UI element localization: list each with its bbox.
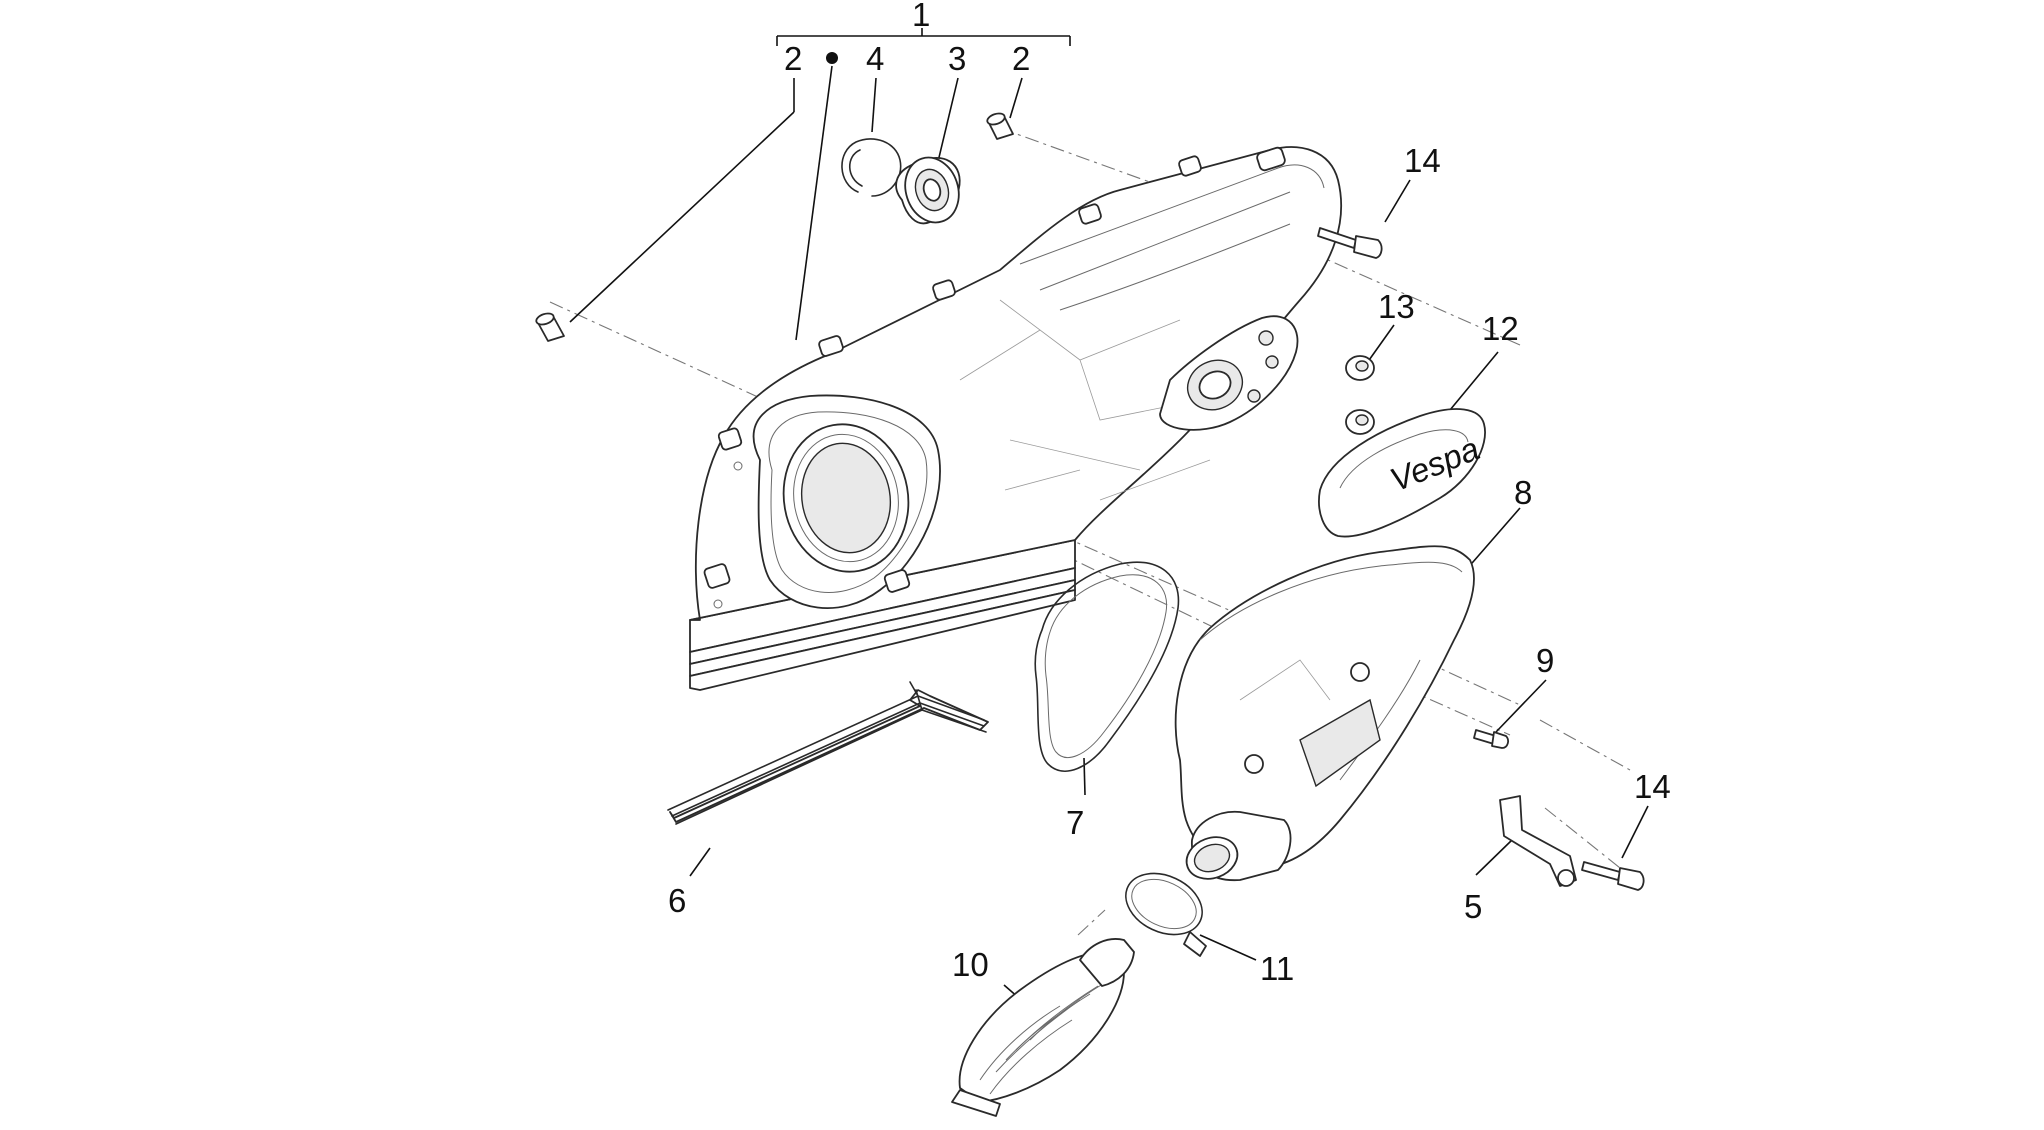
- callout-labels: 1 2 4 3 2 14 13 12 8 9 14 7 5 6 11 10: [668, 0, 1671, 987]
- gasket-seal[interactable]: [1034, 561, 1180, 772]
- label-dowel-left: 2: [784, 40, 802, 77]
- label-grommet: 13: [1378, 288, 1415, 325]
- label-bracket: 5: [1464, 888, 1482, 925]
- air-duct-cover[interactable]: [1174, 545, 1475, 885]
- intake-bellows[interactable]: [951, 938, 1135, 1117]
- label-bearing: 3: [948, 40, 966, 77]
- label-gasket: 7: [1066, 804, 1084, 841]
- label-leader-lines: [569, 65, 1649, 1039]
- small-screw[interactable]: [1473, 729, 1509, 749]
- label-badge: 12: [1482, 310, 1519, 347]
- group-bracket: [776, 28, 1071, 46]
- vespa-badge[interactable]: Vespa: [1318, 408, 1486, 538]
- mounting-bracket[interactable]: [1499, 795, 1577, 887]
- label-group: 1: [912, 0, 930, 33]
- marker-dot: [826, 52, 838, 64]
- grommet-lower[interactable]: [1345, 409, 1375, 435]
- circlip[interactable]: [841, 138, 902, 197]
- label-screw-small: 9: [1536, 642, 1554, 679]
- bolt-bottom[interactable]: [1581, 861, 1645, 891]
- crankcase-cover[interactable]: [689, 146, 1342, 691]
- bearing[interactable]: [895, 151, 967, 230]
- label-dowel-right: 2: [1012, 40, 1030, 77]
- label-circlip: 4: [866, 40, 884, 77]
- hose-clamp[interactable]: [1116, 862, 1212, 957]
- label-hose-clamp: 11: [1260, 950, 1294, 987]
- label-air-duct: 8: [1514, 474, 1532, 511]
- dowel-pin-right[interactable]: [986, 111, 1014, 140]
- label-bellows: 10: [952, 946, 989, 983]
- guide-rod[interactable]: [667, 681, 989, 825]
- grommet-upper[interactable]: [1345, 355, 1375, 381]
- label-bolt-bottom: 14: [1634, 768, 1671, 805]
- bolt-top[interactable]: [1317, 227, 1383, 259]
- label-bolt-top: 14: [1404, 142, 1441, 179]
- label-rod: 6: [668, 882, 686, 919]
- dowel-pin-left[interactable]: [535, 311, 565, 342]
